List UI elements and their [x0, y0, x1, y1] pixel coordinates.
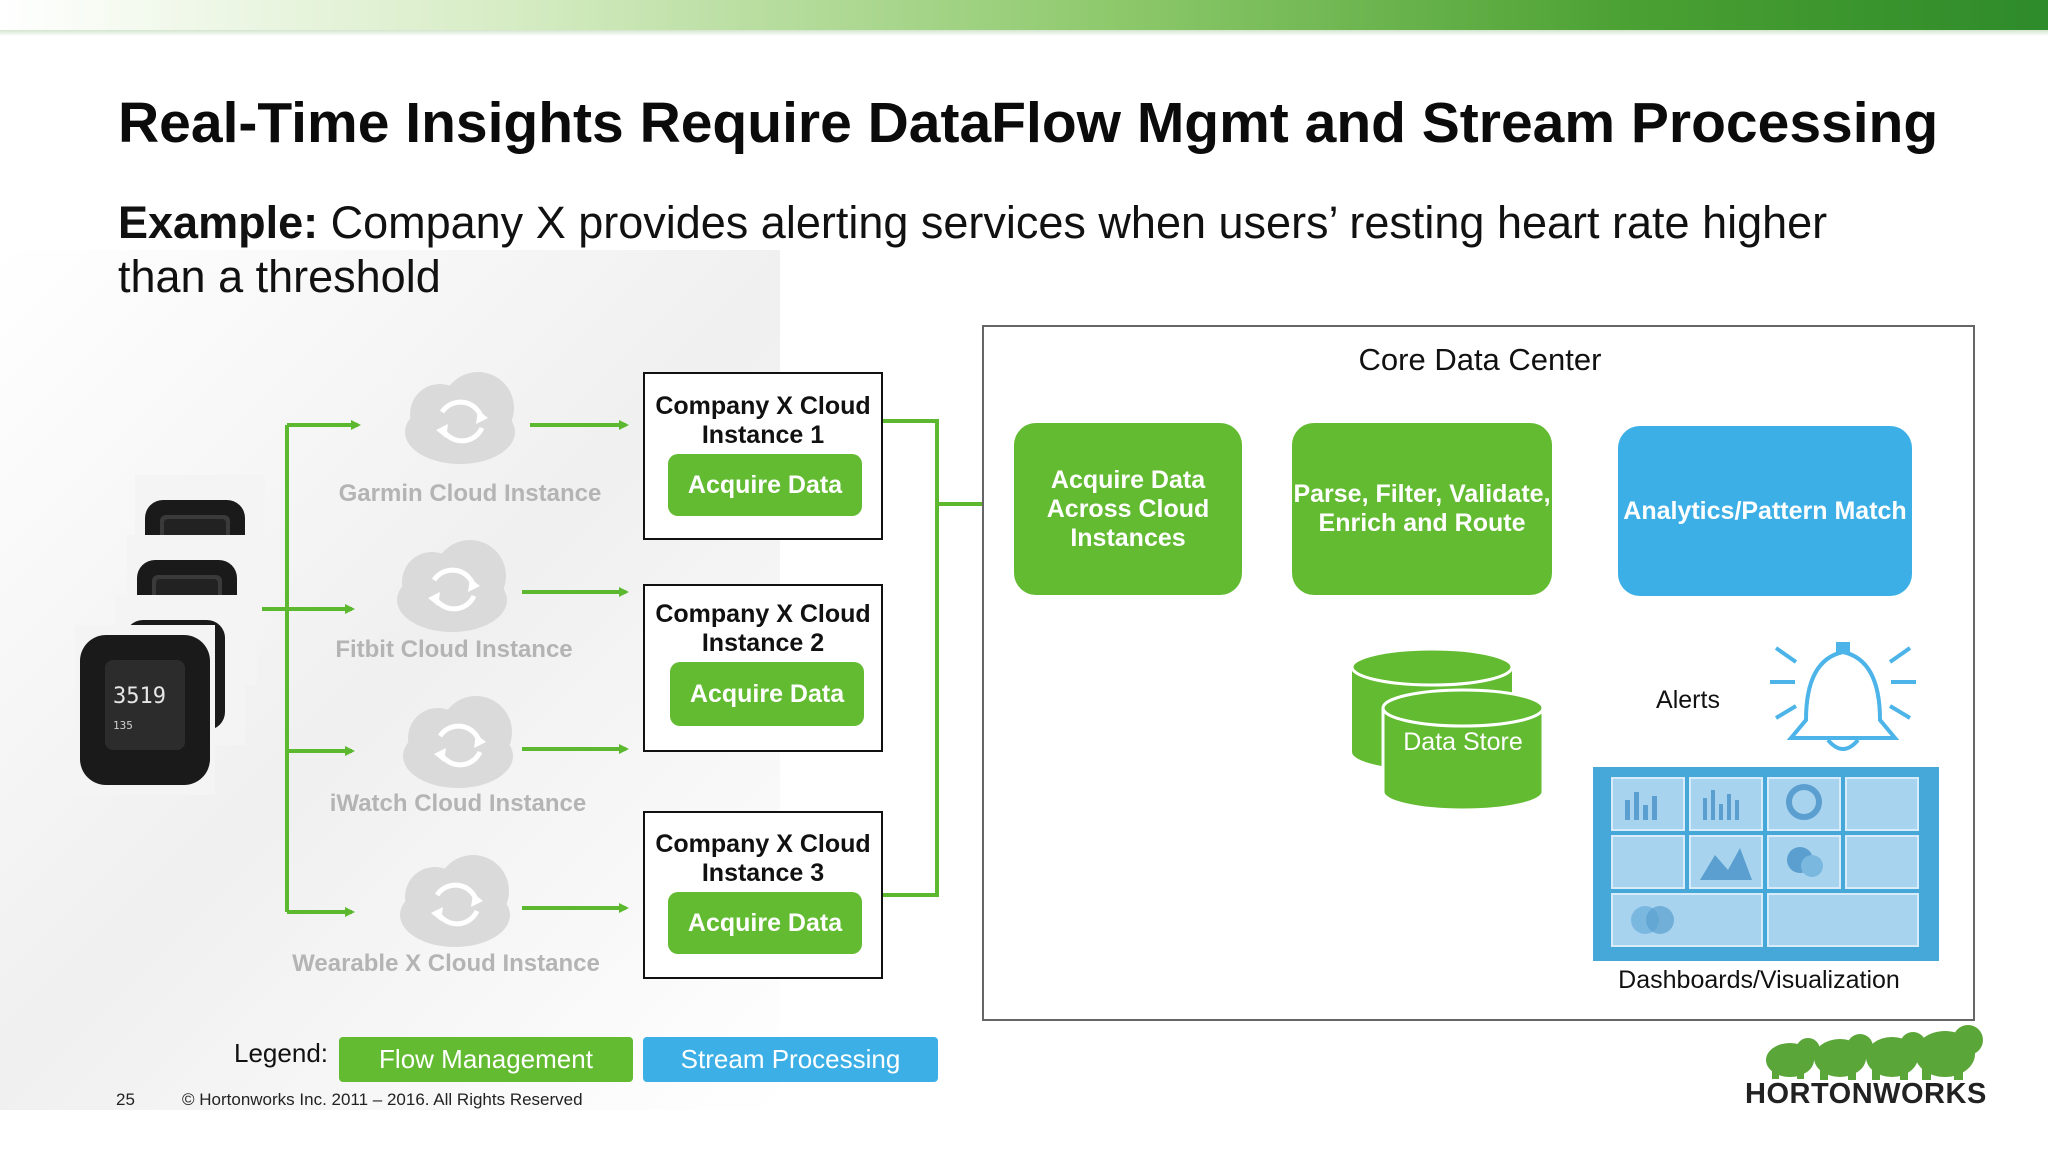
instance-2-title: Company X Cloud Instance 2 — [655, 600, 871, 657]
smartwatch-icon: 3519 135 — [75, 475, 265, 795]
parse-filter-box: Parse, Filter, Validate, Enrich and Rout… — [1292, 423, 1552, 595]
cloud-sync-icon — [403, 696, 513, 788]
slide-subtitle: Example: Company X provides alerting ser… — [118, 196, 1858, 304]
database-icon — [1350, 647, 1545, 812]
instance-1-acquire-data: Acquire Data — [668, 454, 862, 516]
slide-title: Real-Time Insights Require DataFlow Mgmt… — [118, 91, 1939, 155]
top-accent-shadow — [0, 30, 2048, 36]
top-accent-bar — [0, 0, 2048, 30]
legend-stream-processing: Stream Processing — [643, 1037, 938, 1082]
legend-label: Legend: — [234, 1038, 328, 1068]
cloud-label-garmin: Garmin Cloud Instance — [338, 480, 602, 507]
acquire-across-instances-box: Acquire Data Across Cloud Instances — [1014, 423, 1242, 595]
subtitle-bold: Example: — [118, 197, 319, 248]
alerts-label: Alerts — [1656, 686, 1720, 714]
cloud-sync-icon — [400, 855, 510, 947]
page-number: 25 — [116, 1090, 135, 1109]
instance-2-acquire-data: Acquire Data — [670, 662, 864, 726]
legend-flow-management: Flow Management — [339, 1037, 633, 1082]
dashboard-icon — [1593, 767, 1939, 961]
analytics-pattern-match-box: Analytics/Pattern Match — [1618, 426, 1912, 596]
cloud-sync-icon — [397, 540, 507, 632]
svg-text:3519: 3519 — [113, 684, 166, 709]
hortonworks-logo-text: HORTONWORKS — [1745, 1078, 1987, 1110]
subtitle-text: Company X provides alerting services whe… — [118, 197, 1828, 302]
cloud-label-iwatch: iWatch Cloud Instance — [329, 790, 587, 817]
cloud-label-wearable: Wearable X Cloud Instance — [292, 950, 600, 977]
instance-1-title: Company X Cloud Instance 1 — [655, 392, 871, 449]
bell-alert-icon — [1770, 642, 1916, 751]
dashboards-label: Dashboards/Visualization — [1618, 966, 1900, 994]
elephant-logo-icon — [1766, 1025, 1983, 1080]
cloud-sync-icon — [405, 372, 515, 464]
svg-text:135: 135 — [113, 719, 133, 732]
copyright-text: © Hortonworks Inc. 2011 – 2016. All Righ… — [182, 1090, 583, 1109]
instance-3-acquire-data: Acquire Data — [668, 892, 862, 954]
data-store-label: Data Store — [1403, 728, 1523, 756]
instance-3-title: Company X Cloud Instance 3 — [655, 830, 871, 887]
core-data-center-title: Core Data Center — [1358, 342, 1602, 377]
cloud-label-fitbit: Fitbit Cloud Instance — [335, 636, 573, 663]
